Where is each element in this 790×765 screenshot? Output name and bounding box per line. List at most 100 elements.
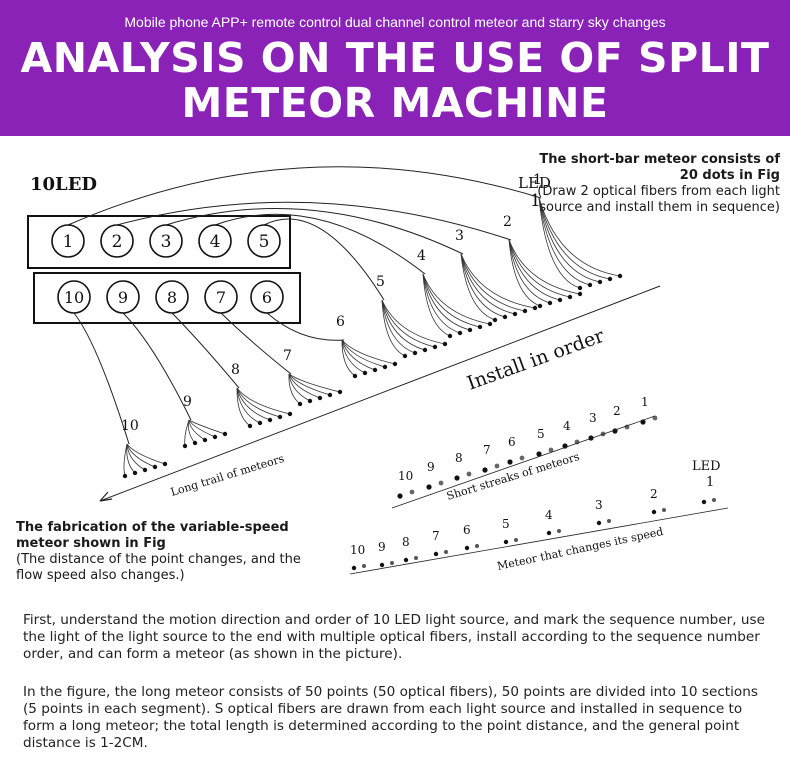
fiber (341, 339, 366, 374)
fiber (236, 387, 261, 424)
fiber-dot (502, 314, 508, 320)
fiber-dot (257, 420, 263, 426)
led-circle (155, 280, 189, 314)
short-meteor-note-text: (Draw 2 optical fibers from each light s… (537, 184, 780, 215)
variable-dot (444, 550, 448, 554)
fiber-dot (152, 464, 158, 470)
fiber (422, 273, 471, 331)
fiber (126, 443, 136, 474)
fiber (508, 239, 571, 298)
led-circle (51, 224, 85, 258)
variable-dot (596, 520, 602, 526)
header-subtitle: Mobile phone APP+ remote control dual ch… (124, 14, 666, 30)
fiber-dot (287, 411, 293, 417)
fiber (341, 339, 396, 365)
variable-dot (607, 519, 611, 523)
variable-number: 4 (545, 508, 553, 522)
led-number: 3 (161, 232, 172, 252)
led-number: 1 (63, 232, 74, 252)
title-line-1: ANALYSIS ON THE USE OF SPLIT (20, 34, 770, 82)
fiber (236, 387, 271, 421)
fiber (460, 253, 516, 315)
short-line (391, 415, 656, 509)
variable-dot (503, 539, 509, 545)
long-trail-label: Long trail of meteors (169, 452, 286, 499)
led-number: 6 (262, 288, 272, 307)
fiber (341, 339, 376, 371)
fiber (381, 299, 406, 357)
fiber-dot (362, 370, 368, 376)
led-circle (247, 224, 281, 258)
fan-label: 9 (183, 394, 192, 410)
fiber-dot (182, 443, 188, 449)
fiber-arc (67, 166, 542, 226)
fan-label: 3 (455, 228, 464, 244)
fiber-dot (587, 282, 593, 288)
fiber-dot (317, 395, 323, 401)
variable-meteor-note: The fabrication of the variable-speed me… (16, 520, 316, 584)
fiber (381, 299, 416, 354)
install-arrow (99, 491, 113, 502)
fan-label: 1 (533, 172, 542, 188)
variable-number: 5 (502, 517, 510, 531)
fiber-dot (422, 347, 428, 353)
body-paragraph-2: In the figure, the long meteor consists … (23, 684, 758, 751)
led-circle (57, 280, 91, 314)
fiber (288, 373, 341, 393)
fiber (508, 239, 561, 301)
short-dot (548, 447, 554, 453)
led-circle (106, 280, 140, 314)
short-streaks-label: Short streaks of meteors (445, 450, 581, 503)
variable-meteor-note-bold: The fabrication of the variable-speed me… (16, 520, 289, 551)
short-number: 7 (483, 443, 491, 457)
short-number: 6 (508, 435, 516, 449)
fiber-dot (192, 440, 198, 446)
fiber-dot (412, 350, 418, 356)
fiber-dot (597, 279, 603, 285)
variable-number: 7 (432, 529, 440, 543)
short-dot (397, 493, 403, 499)
body-paragraph-1: First, understand the motion direction a… (23, 612, 765, 662)
fiber-arc (214, 213, 426, 275)
led-label: LED (518, 174, 551, 192)
fan-label: 2 (503, 214, 512, 230)
fiber-dot (457, 330, 463, 336)
variable-dot (464, 545, 470, 551)
short-number: 3 (589, 411, 597, 425)
box-label: 10LED (30, 174, 97, 195)
variable-led-number: 1 (706, 475, 714, 490)
fiber-dot (432, 344, 438, 350)
led-circle (198, 224, 232, 258)
fiber (422, 273, 451, 337)
fiber-dot (557, 297, 563, 303)
fiber-dot (532, 305, 538, 311)
variable-dot (712, 498, 716, 502)
fiber (381, 299, 446, 345)
fiber (422, 273, 481, 328)
fiber-dot (522, 308, 528, 314)
variable-dot (651, 509, 657, 515)
short-dot (426, 484, 432, 490)
fiber (341, 339, 386, 368)
fiber-dot (297, 401, 303, 407)
variable-label: Meteor that changes its speed (496, 525, 664, 573)
variable-meteor-note-text: (The distance of the point changes, and … (16, 552, 301, 583)
variable-dot (390, 561, 394, 565)
variable-dot (557, 529, 561, 533)
fiber-dot (567, 294, 573, 300)
fiber-dot (547, 300, 553, 306)
variable-line (349, 507, 729, 575)
variable-number: 9 (378, 540, 386, 554)
fiber-dot (577, 285, 583, 291)
fiber-dot (247, 423, 253, 429)
variable-led-label: LED (692, 459, 721, 474)
fiber-dot (537, 303, 543, 309)
short-dot (409, 489, 415, 495)
fiber (341, 339, 356, 377)
fiber-dot (442, 341, 448, 347)
